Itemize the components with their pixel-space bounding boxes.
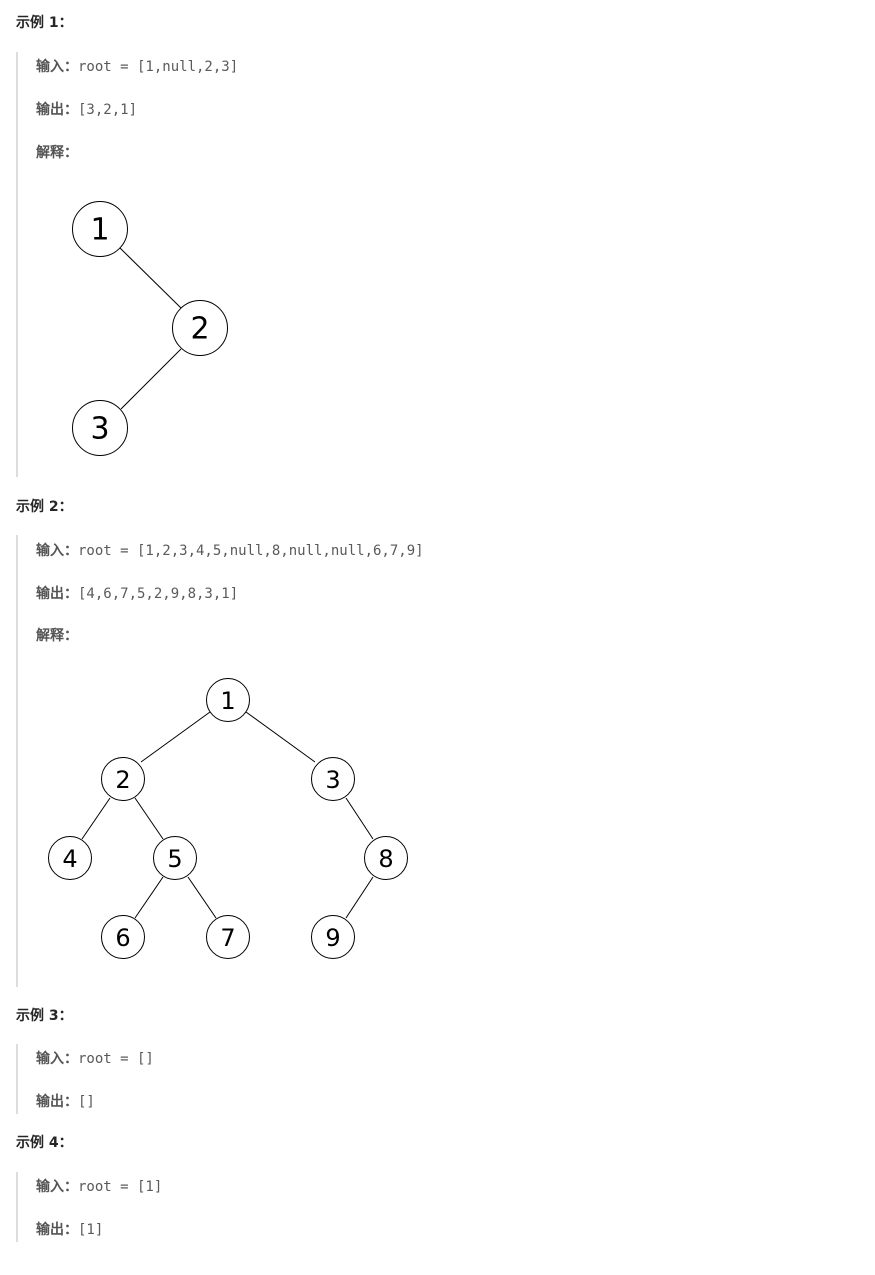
tree-node-label: 1 (90, 213, 109, 248)
input-label: 输入： (36, 543, 78, 559)
example-1-tree-diagram: 1 2 3 (72, 201, 228, 456)
example-3-block: 输入：root = [] 输出：[] (16, 1044, 858, 1114)
input-label: 输入： (36, 59, 78, 75)
input-label: 输入： (36, 1179, 78, 1195)
tree-node-1: 1 (206, 678, 250, 722)
output-label: 输出： (36, 102, 78, 118)
tree-node-label: 2 (190, 312, 209, 347)
tree-edge (187, 876, 217, 919)
example-4-title: 示例 4： (16, 1135, 73, 1151)
example-2-title: 示例 2： (16, 499, 73, 515)
output-label: 输出： (36, 1222, 78, 1238)
input-value: root = [1,null,2,3] (78, 59, 239, 75)
tree-node-label: 3 (90, 412, 109, 447)
tree-edge (134, 876, 164, 919)
input-value: root = [1] (78, 1179, 163, 1195)
example-2-block: 输入：root = [1,2,3,4,5,null,8,null,null,6,… (16, 535, 858, 987)
output-value: [4,6,7,5,2,9,8,3,1] (78, 586, 239, 602)
tree-node-label: 8 (378, 845, 393, 873)
tree-node-3: 3 (72, 400, 128, 456)
tree-node-label: 5 (167, 845, 182, 873)
tree-node-label: 2 (115, 766, 130, 794)
example-2-output-line: 输出：[4,6,7,5,2,9,8,3,1] (36, 584, 238, 604)
input-value: root = [] (78, 1051, 154, 1067)
tree-node-2: 2 (172, 300, 228, 356)
tree-node-label: 4 (62, 845, 77, 873)
tree-node-label: 3 (325, 766, 340, 794)
tree-node-label: 6 (115, 924, 130, 952)
example-4-input-line: 输入：root = [1] (36, 1177, 162, 1197)
tree-node-3: 3 (311, 757, 355, 801)
tree-edge (134, 797, 164, 840)
tree-edge (345, 797, 374, 840)
example-3-input-line: 输入：root = [] (36, 1049, 154, 1069)
tree-node-label: 9 (325, 924, 340, 952)
tree-node-2: 2 (101, 757, 145, 801)
tree-edge (119, 247, 182, 309)
output-label: 输出： (36, 1094, 78, 1110)
example-1-explain-line: 解释： (36, 143, 78, 163)
example-3-output-line: 输出：[] (36, 1092, 95, 1112)
example-2-input-line: 输入：root = [1,2,3,4,5,null,8,null,null,6,… (36, 541, 424, 561)
explain-label: 解释： (36, 628, 78, 644)
input-label: 输入： (36, 1051, 78, 1067)
tree-node-7: 7 (206, 915, 250, 959)
tree-node-5: 5 (153, 836, 197, 880)
output-label: 输出： (36, 586, 78, 602)
example-1-output-line: 输出：[3,2,1] (36, 100, 137, 120)
tree-node-label: 1 (220, 687, 235, 715)
tree-node-9: 9 (311, 915, 355, 959)
tree-node-8: 8 (364, 836, 408, 880)
tree-edge (81, 797, 111, 840)
example-1-title: 示例 1： (16, 15, 73, 31)
tree-edge (140, 711, 211, 763)
tree-node-1: 1 (72, 201, 128, 257)
example-1-block: 输入：root = [1,null,2,3] 输出：[3,2,1] 解释： (16, 52, 858, 477)
example-4-block: 输入：root = [1] 输出：[1] (16, 1172, 858, 1242)
output-value: [] (78, 1094, 95, 1110)
tree-edge (245, 711, 316, 763)
tree-node-label: 7 (220, 924, 235, 952)
explain-label: 解释： (36, 145, 78, 161)
output-value: [1] (78, 1222, 104, 1238)
example-3-title: 示例 3： (16, 1008, 73, 1024)
example-2-tree-diagram: 1 2 3 4 5 8 6 7 9 (48, 678, 408, 959)
output-value: [3,2,1] (78, 102, 138, 118)
tree-node-6: 6 (101, 915, 145, 959)
tree-node-4: 4 (48, 836, 92, 880)
input-value: root = [1,2,3,4,5,null,8,null,null,6,7,9… (78, 543, 424, 559)
tree-edge (120, 348, 182, 410)
example-4-output-line: 输出：[1] (36, 1220, 103, 1240)
example-1-input-line: 输入：root = [1,null,2,3] (36, 57, 238, 77)
tree-edge (345, 876, 374, 919)
example-2-explain-line: 解释： (36, 626, 78, 646)
